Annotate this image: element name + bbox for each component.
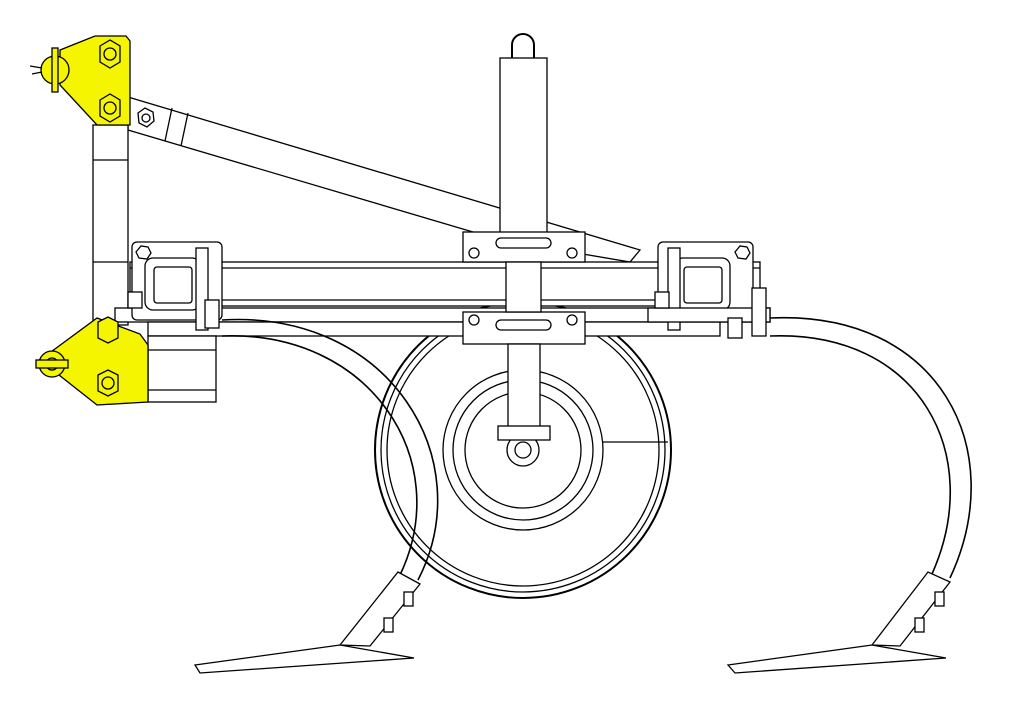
left-tine	[193, 318, 439, 674]
right-clamp-bracket	[647, 241, 771, 339]
right-shoe	[726, 644, 947, 674]
top-hitch-plate	[29, 35, 131, 126]
mast	[92, 124, 129, 326]
right-tine	[726, 317, 972, 674]
wheel-post	[462, 33, 586, 441]
left-clamp-bracket	[127, 241, 223, 331]
lower-hitch-plate	[35, 316, 149, 406]
left-shoe	[193, 644, 415, 674]
